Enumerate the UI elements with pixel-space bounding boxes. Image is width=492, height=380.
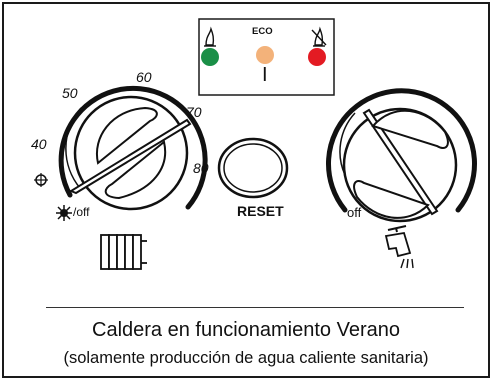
scale-50: 50 [62, 85, 78, 101]
red-led [308, 48, 326, 66]
tap-icon [384, 225, 414, 269]
scale-70: 70 [186, 104, 202, 120]
scale-60: 60 [136, 69, 152, 85]
eco-label: ECO [252, 26, 273, 37]
green-led [201, 48, 219, 66]
scale-40: 40 [31, 136, 47, 152]
dhw-off-label: off [347, 205, 362, 220]
flame-icon [204, 26, 216, 47]
caption-title: Caldera en funcionamiento Verano [92, 319, 400, 341]
caption-subtitle: (solamente producción de agua caliente s… [63, 349, 429, 367]
caption-divider [46, 307, 464, 308]
reset-button[interactable] [217, 137, 289, 199]
dhw-pointer [362, 108, 439, 216]
heating-dial[interactable] [58, 85, 208, 211]
radiator-icon [100, 234, 147, 270]
heating-pointer [68, 118, 192, 195]
heating-off-label: /off [73, 205, 90, 219]
dhw-dial[interactable] [326, 88, 477, 223]
reset-label: RESET [237, 203, 284, 219]
sun-icon [56, 205, 72, 221]
position-mark: I [262, 64, 268, 86]
flame-off-icon [311, 26, 327, 47]
scale-80: 80 [193, 160, 209, 176]
heating-knob[interactable] [73, 95, 189, 211]
eco-led [256, 46, 274, 64]
snowflake-icon [34, 173, 48, 187]
